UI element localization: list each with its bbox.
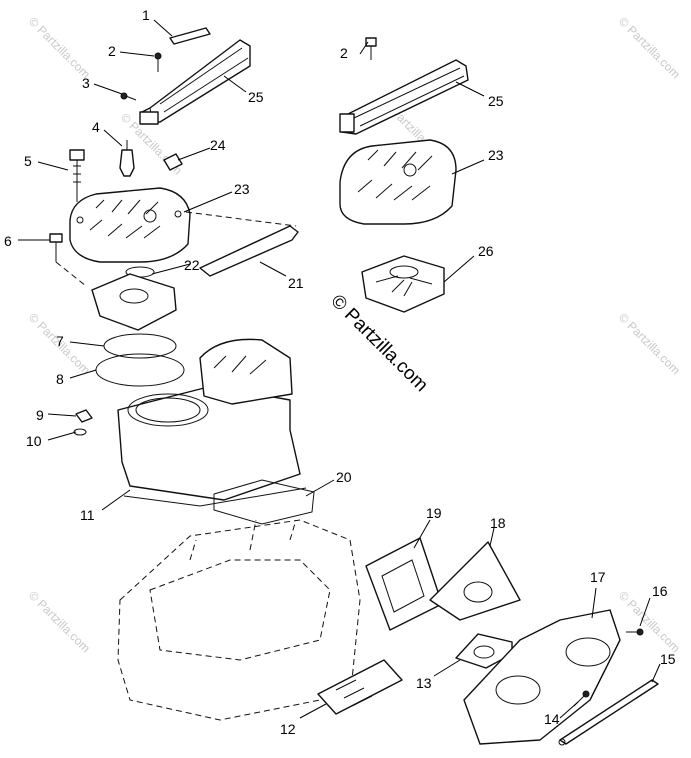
part-19-reed-cage [365,537,443,631]
combustion-insert-left [91,273,177,331]
callout-10: 10 [26,433,42,449]
callout-23-right: 23 [488,147,504,163]
callout-6: 6 [4,233,12,249]
callout-2-right: 2 [340,45,348,61]
callout-labels: 1 2 3 4 5 6 7 8 9 10 11 12 13 14 15 16 1… [4,7,676,737]
crankcase-outline [117,519,361,721]
part-6-bolt [49,233,87,287]
callout-3: 3 [82,75,90,91]
callout-25-right: 25 [488,93,504,109]
part-5-long-bolt [69,149,85,214]
callout-4: 4 [92,119,100,135]
watermark: © Partzilla.com [616,14,683,81]
leader-lines [18,19,661,719]
watermark: © Partzilla.com [26,588,93,655]
part-3-screw [120,92,137,101]
callout-2: 2 [108,43,116,59]
part-1-shim [169,27,211,45]
watermark: © Partzilla.com [26,14,93,81]
callout-17: 17 [590,569,606,585]
part-16-bolt [626,628,644,636]
part-26-combustion-insert [361,255,445,313]
part-11-cylinder [117,338,307,507]
callout-11: 11 [80,507,95,523]
part-25-fuel-rail-left [139,39,251,125]
callout-5: 5 [24,153,32,169]
part-8-gasket [95,353,185,387]
part-2-bolt-left [154,52,162,72]
callout-24: 24 [210,137,226,153]
callout-15: 15 [660,651,676,667]
part-10-washer [73,428,87,436]
callout-18: 18 [490,515,506,531]
callout-19: 19 [426,505,442,521]
part-21-bracket [185,211,299,277]
callout-25: 25 [248,89,264,105]
part-23-cylinder-head-left [69,187,191,263]
callout-20: 20 [336,469,352,485]
watermark: © Partzilla.com [616,310,683,377]
callout-8: 8 [56,371,64,387]
part-18-gasket [429,541,521,621]
part-4-sensor [119,140,135,177]
part-24-clip [163,153,183,171]
callout-1: 1 [142,7,150,23]
part-20-base-gasket [213,479,315,525]
callout-26: 26 [478,243,494,259]
part-25-fuel-rail-right [339,59,469,135]
callout-16: 16 [652,583,668,599]
part-23-cylinder-head-right [339,139,457,225]
callout-21: 21 [288,275,304,291]
callout-7: 7 [56,333,64,349]
callout-12: 12 [280,721,296,737]
callout-23: 23 [234,181,250,197]
callout-9: 9 [36,407,44,423]
part-12-reed [317,659,403,715]
callout-14: 14 [544,711,560,727]
part-17-intake-manifold [463,609,621,745]
callout-22: 22 [184,257,200,273]
part-15-strap [558,679,659,746]
part-9-nut [75,409,93,423]
callout-13: 13 [416,675,432,691]
part-2-bolt-right [365,37,377,60]
